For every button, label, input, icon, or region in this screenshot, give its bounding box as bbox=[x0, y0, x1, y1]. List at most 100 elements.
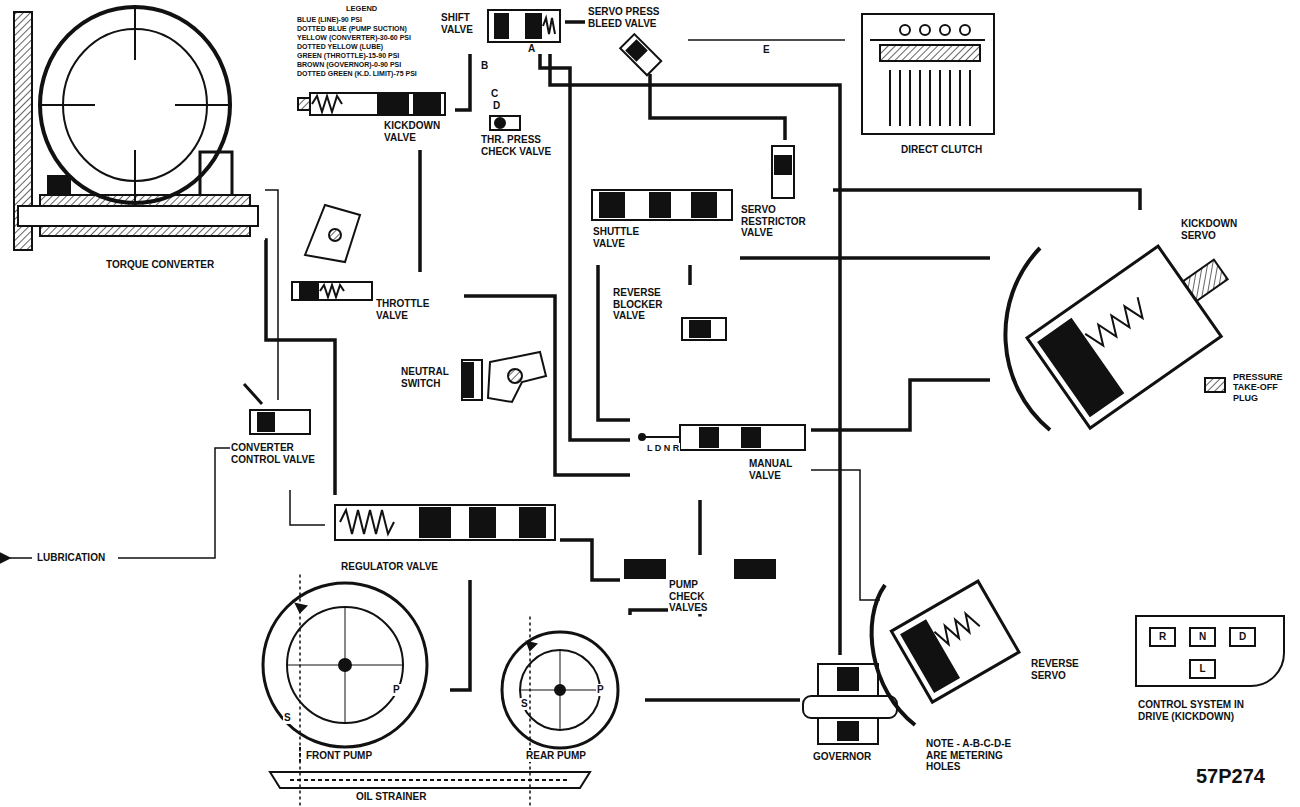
component-box: THROTTLE VALVE bbox=[285, 272, 464, 324]
lubrication-line bbox=[118, 448, 230, 558]
legend-text: GREEN (THROTTLE)-15-90 PSI bbox=[297, 52, 399, 59]
kickdown-servo-drawing bbox=[1027, 224, 1252, 428]
regulator-valve-drawing bbox=[340, 510, 394, 534]
component-box: REGULATOR VALVE bbox=[325, 495, 560, 580]
kickdown-servo-drawing bbox=[1038, 319, 1122, 416]
kickdown-servo-drawing bbox=[1205, 378, 1225, 392]
hydraulic-line bbox=[265, 190, 278, 400]
manual-valve-drawing bbox=[639, 434, 645, 440]
throttle-valve-drawing bbox=[320, 285, 344, 297]
servo-press-bleed-valve-drawing bbox=[627, 41, 647, 61]
pump-check-valves-drawing bbox=[625, 560, 665, 578]
kickdown-valve-drawing bbox=[310, 93, 445, 115]
direct-clutch-drawing bbox=[920, 25, 930, 35]
hydraulic-line bbox=[811, 470, 880, 600]
hydraulic-line bbox=[455, 54, 470, 110]
component-label: KICKDOWN VALVE bbox=[383, 120, 447, 143]
governor-drawing bbox=[838, 722, 858, 740]
front-pump-drawing bbox=[296, 604, 306, 612]
rear-pump-drawing bbox=[520, 650, 600, 730]
selector-positions: L D N R bbox=[646, 443, 680, 453]
component-label: OIL STRAINER bbox=[355, 791, 477, 803]
kickdown-servo-drawing bbox=[1027, 246, 1221, 428]
hydraulic-line bbox=[464, 296, 630, 475]
legend-entry: DOTTED YELLOW (LUBE) bbox=[296, 42, 418, 51]
pump-check-valves-drawing bbox=[625, 560, 775, 578]
note-text: NOTE - A-B-C-D-E ARE METERING HOLES bbox=[925, 738, 1027, 773]
component-label: SHIFT VALVE bbox=[440, 12, 486, 35]
regulator-valve-drawing bbox=[470, 508, 495, 537]
legend-text: DOTTED YELLOW (LUBE) bbox=[297, 43, 383, 50]
selector-heading: CONTROL SYSTEM IN DRIVE (KICKDOWN) bbox=[1137, 699, 1264, 722]
front-pump-drawing bbox=[263, 583, 427, 765]
neutral-switch-drawing bbox=[488, 352, 546, 402]
manual-valve-drawing bbox=[700, 428, 718, 447]
component-box: SERVO RESTRICTOR VALVE bbox=[740, 140, 833, 250]
direct-clutch-drawing bbox=[880, 45, 980, 61]
kickdown-servo-drawing bbox=[1005, 224, 1252, 430]
component-box: THR. PRESS CHECK VALVE bbox=[480, 112, 565, 172]
servo-restrictor-valve-drawing bbox=[775, 156, 791, 174]
figure-number: 57P274 bbox=[1195, 765, 1266, 788]
legend-text: BROWN (GOVERNOR)-0-90 PSI bbox=[297, 61, 401, 68]
manual-valve-drawing bbox=[680, 425, 805, 450]
governor-drawing bbox=[838, 668, 858, 690]
component-box: REAR PUMP bbox=[485, 615, 645, 765]
component-box: DIRECT CLUTCH bbox=[845, 4, 1010, 174]
torque-converter-drawing bbox=[14, 7, 258, 250]
component-label: NEUTRAL SWITCH bbox=[400, 366, 460, 389]
component-label: TORQUE CONVERTER bbox=[105, 259, 262, 271]
component-label: DIRECT CLUTCH bbox=[900, 144, 1007, 156]
metering-hole-letter: C bbox=[490, 88, 499, 100]
component-label: PUMP CHECK VALVES bbox=[668, 579, 736, 614]
component-label: REAR PUMP bbox=[525, 750, 617, 762]
regulator-valve-drawing bbox=[335, 505, 555, 540]
torque-converter-drawing bbox=[200, 152, 232, 194]
component-label: R bbox=[1151, 631, 1174, 643]
hydraulic-line bbox=[698, 500, 702, 555]
reverse-blocker-valve-drawing bbox=[682, 318, 726, 340]
servo-press-bleed-valve-drawing bbox=[620, 34, 661, 75]
legend-entry: BROWN (GOVERNOR)-0-90 PSI bbox=[296, 60, 418, 69]
legend: BLUE (LINE)-90 PSI DOTTED BLUE (PUMP SUCT… bbox=[296, 15, 418, 78]
component-label: D bbox=[1231, 631, 1254, 643]
legend-text: DOTTED BLUE (PUMP SUCTION) bbox=[297, 25, 407, 32]
legend-text: BLUE (LINE)-90 PSI bbox=[297, 16, 362, 23]
component-label: SERVO PRESS BLEED VALVE bbox=[587, 6, 685, 29]
torque-converter-drawing bbox=[48, 176, 70, 194]
component-label: N bbox=[1191, 631, 1214, 643]
converter-control-valve-drawing bbox=[244, 384, 310, 434]
lubrication-line bbox=[10, 448, 230, 558]
component-box: CONVERTER CONTROL VALVE bbox=[230, 400, 323, 490]
hydraulic-line bbox=[560, 540, 620, 580]
neutral-switch-drawing bbox=[508, 369, 522, 383]
component-box: KICKDOWN VALVE bbox=[295, 88, 455, 150]
kickdown-valve-drawing bbox=[298, 98, 310, 110]
direct-clutch-drawing bbox=[870, 39, 985, 41]
shift-valve-drawing bbox=[495, 14, 508, 38]
component-box: SHIFT VALVE bbox=[440, 4, 565, 54]
component-label: FRONT PUMP bbox=[305, 750, 407, 762]
port-letter: S bbox=[283, 712, 292, 724]
servo-restrictor-valve-drawing bbox=[772, 146, 794, 198]
converter-control-valve-drawing bbox=[250, 410, 310, 434]
part-label: PRESSURE TAKE-OFF PLUG bbox=[1232, 372, 1294, 403]
component-label: CONVERTER CONTROL VALVE bbox=[230, 442, 320, 465]
hydraulic-line bbox=[740, 256, 990, 260]
regulator-valve-drawing bbox=[420, 508, 450, 537]
hydraulic-line bbox=[645, 698, 800, 702]
hydraulic-line bbox=[550, 54, 840, 655]
converter-control-valve-drawing bbox=[244, 384, 262, 404]
component-box: TORQUE CONVERTER bbox=[10, 5, 265, 280]
component-label: SERVO RESTRICTOR VALVE bbox=[740, 204, 830, 239]
shuttle-valve-drawing bbox=[592, 190, 732, 220]
kickdown-valve-drawing bbox=[298, 93, 445, 115]
legend-entry: GREEN (THROTTLE)-15-90 PSI bbox=[296, 51, 418, 60]
front-pump-drawing bbox=[263, 583, 427, 747]
kickdown-lever-drawing bbox=[329, 229, 341, 241]
legend-entry: YELLOW (CONVERTER)-30-60 PSI bbox=[296, 33, 418, 42]
selector-box: R bbox=[1149, 627, 1176, 647]
hydraulic-line bbox=[811, 380, 990, 430]
